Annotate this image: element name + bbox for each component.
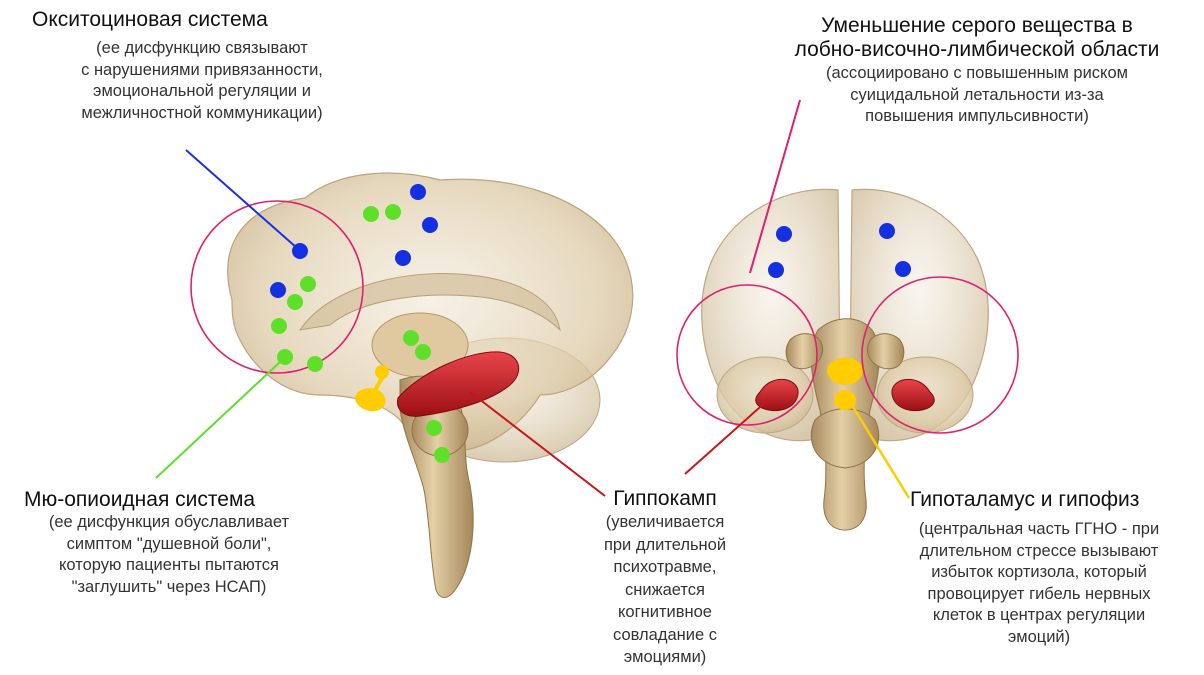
oxytocin-marker [895, 261, 911, 277]
desc-line: клеток в центрах регуляции [876, 605, 1202, 627]
oxytocin-marker [410, 184, 426, 200]
hypothalamus-description: (центральная часть ГГНО - при длительном… [876, 519, 1202, 648]
oxytocin-marker [395, 250, 411, 266]
oxytocin-marker [768, 262, 784, 278]
desc-line: с нарушениями привязанности, [12, 60, 392, 82]
title-line: Уменьшение серого вещества в [752, 14, 1202, 38]
grey-matter-title: Уменьшение серого вещества в лобно-височ… [752, 14, 1202, 62]
oxytocin-marker [776, 226, 792, 242]
desc-line: (увеличивается [570, 511, 760, 534]
opioid-marker [287, 294, 303, 310]
title-line: лобно-височно-лимбической области [752, 38, 1202, 62]
oxytocin-label: Окситоциновая система (ее дисфункцию свя… [12, 8, 392, 124]
desc-line: длительном стрессе вызывают [876, 541, 1202, 563]
opioid-marker [307, 356, 323, 372]
hippocampus-label: Гиппокамп (увеличивается при длительной … [570, 487, 760, 669]
desc-line: при длительной [570, 534, 760, 557]
hypothalamus-sagittal [375, 365, 389, 379]
desc-line: "заглушить" через НСАП) [4, 577, 334, 599]
grey-matter-description: (ассоциировано с повышенным риском суици… [752, 63, 1202, 128]
oxytocin-marker [270, 282, 286, 298]
hippocampus-description: (увеличивается при длительной психотравм… [570, 511, 760, 669]
mu-opioid-description: (ее дисфункция обуславливает симптом "ду… [4, 512, 334, 598]
desc-line: эмоциональной регуляции и [12, 81, 392, 103]
coronal-pons [811, 409, 879, 468]
grey-matter-label: Уменьшение серого вещества в лобно-височ… [752, 14, 1202, 128]
opioid-marker [363, 206, 379, 222]
mu-opioid-label: Мю-опиоидная система (ее дисфункция обус… [4, 488, 334, 598]
desc-line: провоцирует гибель нервных [876, 584, 1202, 606]
oxytocin-title: Окситоциновая система [12, 8, 392, 32]
desc-line: психотравме, [570, 556, 760, 579]
desc-line: снижается [570, 579, 760, 602]
desc-line: повышения импульсивности) [752, 106, 1202, 128]
opioid-marker [271, 318, 287, 334]
hippocampus-title: Гиппокамп [570, 487, 760, 511]
coronal-brain [702, 189, 989, 530]
hypothalamus-title: Гипоталамус и гипофиз [876, 488, 1202, 512]
desc-line: (центральная часть ГГНО - при [876, 519, 1202, 541]
opioid-marker [403, 330, 419, 346]
desc-line: эмоциями) [570, 646, 760, 669]
desc-line: суицидальной летальности из-за [752, 85, 1202, 107]
opioid-marker [300, 276, 316, 292]
opioid-marker [426, 420, 442, 436]
desc-line: эмоций) [876, 627, 1202, 649]
oxytocin-description: (ее дисфункцию связывают с нарушениями п… [12, 38, 392, 124]
desc-line: (ее дисфункция обуславливает [4, 512, 334, 534]
desc-line: совладание с [570, 624, 760, 647]
opioid-marker [434, 447, 450, 463]
desc-line: (ассоциировано с повышенным риском [752, 63, 1202, 85]
desc-line: избыток кортизола, который [876, 562, 1202, 584]
mu-opioid-title: Мю-опиоидная система [4, 488, 334, 512]
opioid-marker [415, 344, 431, 360]
desc-line: которую пациенты пытаются [4, 555, 334, 577]
oxytocin-marker [422, 217, 438, 233]
opioid-marker [385, 204, 401, 220]
desc-line: когнитивное [570, 601, 760, 624]
oxytocin-marker [879, 223, 895, 239]
desc-line: (ее дисфункцию связывают [12, 38, 392, 60]
opioid-leader-line [156, 362, 280, 478]
desc-line: межличностной коммуникации) [12, 103, 392, 125]
desc-line: симптом "душевной боли", [4, 534, 334, 556]
hypothalamus-label: Гипоталамус и гипофиз (центральная часть… [876, 488, 1202, 648]
